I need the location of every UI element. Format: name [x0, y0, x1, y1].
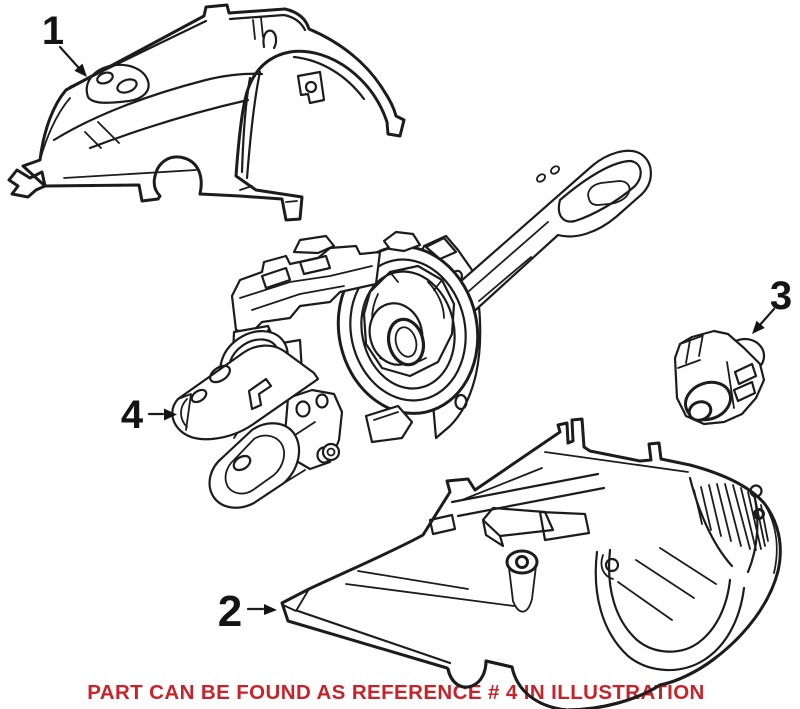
assembly-flange-hole-bottom — [454, 393, 468, 411]
part-4-lower-inner-ring — [224, 434, 285, 495]
part-1-hole-large — [116, 78, 138, 94]
part-2-panel-creases — [345, 570, 515, 607]
part-2-lower-column-cover-drawing — [280, 417, 782, 709]
part-3-connector-slot-2 — [732, 380, 757, 403]
part-1-arch-inner-lines — [240, 55, 366, 180]
housing-small-box-1 — [260, 266, 292, 290]
part-2-screw-hole-right-2 — [753, 508, 765, 520]
flange-hole-1 — [295, 400, 311, 418]
part-1-upper-column-cover-drawing — [7, 3, 406, 222]
part-3-connector-slot-1 — [733, 362, 758, 386]
foot-tab — [364, 404, 414, 444]
housing-step-lines — [239, 265, 373, 311]
callout-3-arrow-head — [752, 320, 765, 334]
callout-1-arrow-line — [58, 45, 80, 69]
part-1-outline — [7, 3, 406, 222]
callout-1-arrow-head — [74, 63, 87, 77]
part-3-facet-lines — [677, 333, 735, 409]
part-2-right-inner-edge — [763, 502, 778, 574]
stalk-shaft-lines — [468, 221, 549, 302]
part-4-web-lines — [283, 421, 316, 484]
foot-lobe-hole — [326, 447, 336, 457]
foot-lobe — [321, 442, 341, 462]
assembly-top-tab-left — [382, 230, 422, 253]
part-2-cutout-lobe — [600, 554, 614, 580]
callout-4-arrow-head — [164, 408, 177, 421]
part-1-hole-small — [96, 71, 114, 85]
part-4-upper-lobe — [171, 344, 320, 441]
part-4-notch-mark — [247, 377, 273, 411]
part-1-bottom-inner-line — [63, 169, 298, 203]
clockspring-ring-2 — [349, 258, 467, 402]
part-3-knob-inner — [687, 400, 713, 422]
part-2-bottom-edge-overlay — [446, 657, 716, 709]
flange-hole-2 — [315, 393, 329, 409]
cam-plate — [362, 264, 456, 378]
callout-4-label: 4 — [121, 393, 144, 437]
foot-tab-inner — [373, 411, 399, 421]
callout-3-arrow-line — [757, 307, 776, 328]
stalk-button — [587, 180, 631, 206]
part-4-lower-lobe — [208, 422, 301, 509]
column-bore-inner — [394, 326, 418, 358]
part-2-cutout-screw-hole — [604, 557, 620, 573]
part-1-crease-lines — [52, 72, 264, 150]
part-2-boss-cylinder — [508, 565, 537, 613]
callout-4: 4 — [121, 393, 177, 437]
part-2-apron-top-edge — [296, 609, 452, 665]
part-1-oval-panel — [85, 63, 150, 104]
stalk-tip-inner-panel — [557, 159, 642, 223]
callout-3: 3 — [752, 274, 792, 334]
callout-3-label: 3 — [770, 274, 792, 318]
part-4-lower-hole — [232, 454, 252, 472]
part-1-hanging-tab — [296, 70, 326, 105]
part-1-ridge-lines — [68, 13, 307, 89]
part-2-vent-slots — [693, 483, 769, 551]
part-2-bowl-diagonals — [617, 547, 717, 621]
assembly-top-tab-right — [424, 236, 458, 261]
part-1-ridge-ticks — [84, 17, 264, 149]
part-1-left-edge-inner — [39, 97, 71, 161]
part-2-column-cutout-inner — [608, 548, 732, 653]
part-4-hole-2 — [190, 388, 208, 404]
callout-1-label: 1 — [42, 9, 64, 53]
callout-2-label: 2 — [218, 587, 242, 636]
part-1-tab-hole — [304, 80, 318, 94]
housing-small-box-2 — [298, 254, 332, 276]
part-2-rib-beams — [450, 472, 606, 518]
housing-top-blocks — [230, 244, 382, 336]
stalk-dot-right — [550, 165, 560, 175]
part-3-switch-drawing — [673, 329, 766, 426]
part-2-column-cutout-outer — [594, 550, 746, 672]
part-1-clip-prong — [262, 29, 278, 50]
part-2-top-inner-lines — [461, 451, 689, 501]
part-2-screw-hole-right — [749, 484, 763, 498]
callout-2: 2 — [218, 587, 277, 636]
part-4-bracket-drawing — [171, 344, 320, 509]
part-2-rib-box-2 — [538, 510, 591, 542]
part-2-rib-box-1 — [481, 506, 555, 548]
part-2-rib-box-3 — [428, 513, 457, 536]
callout-2-arrow-head — [264, 604, 277, 615]
housing-top-bracket — [292, 234, 336, 255]
caption: PART CAN BE FOUND AS REFERENCE # 4 IN IL… — [87, 681, 705, 704]
callout-1: 1 — [42, 9, 87, 77]
part-2-tip-facets — [282, 588, 310, 612]
part-2-screw-boss-hole — [515, 555, 529, 569]
part-4-hole-1 — [209, 364, 231, 384]
part-4-upper-inner-edge — [177, 393, 192, 431]
stalk-dot-left — [536, 173, 546, 183]
part-2-screw-boss — [505, 549, 539, 575]
